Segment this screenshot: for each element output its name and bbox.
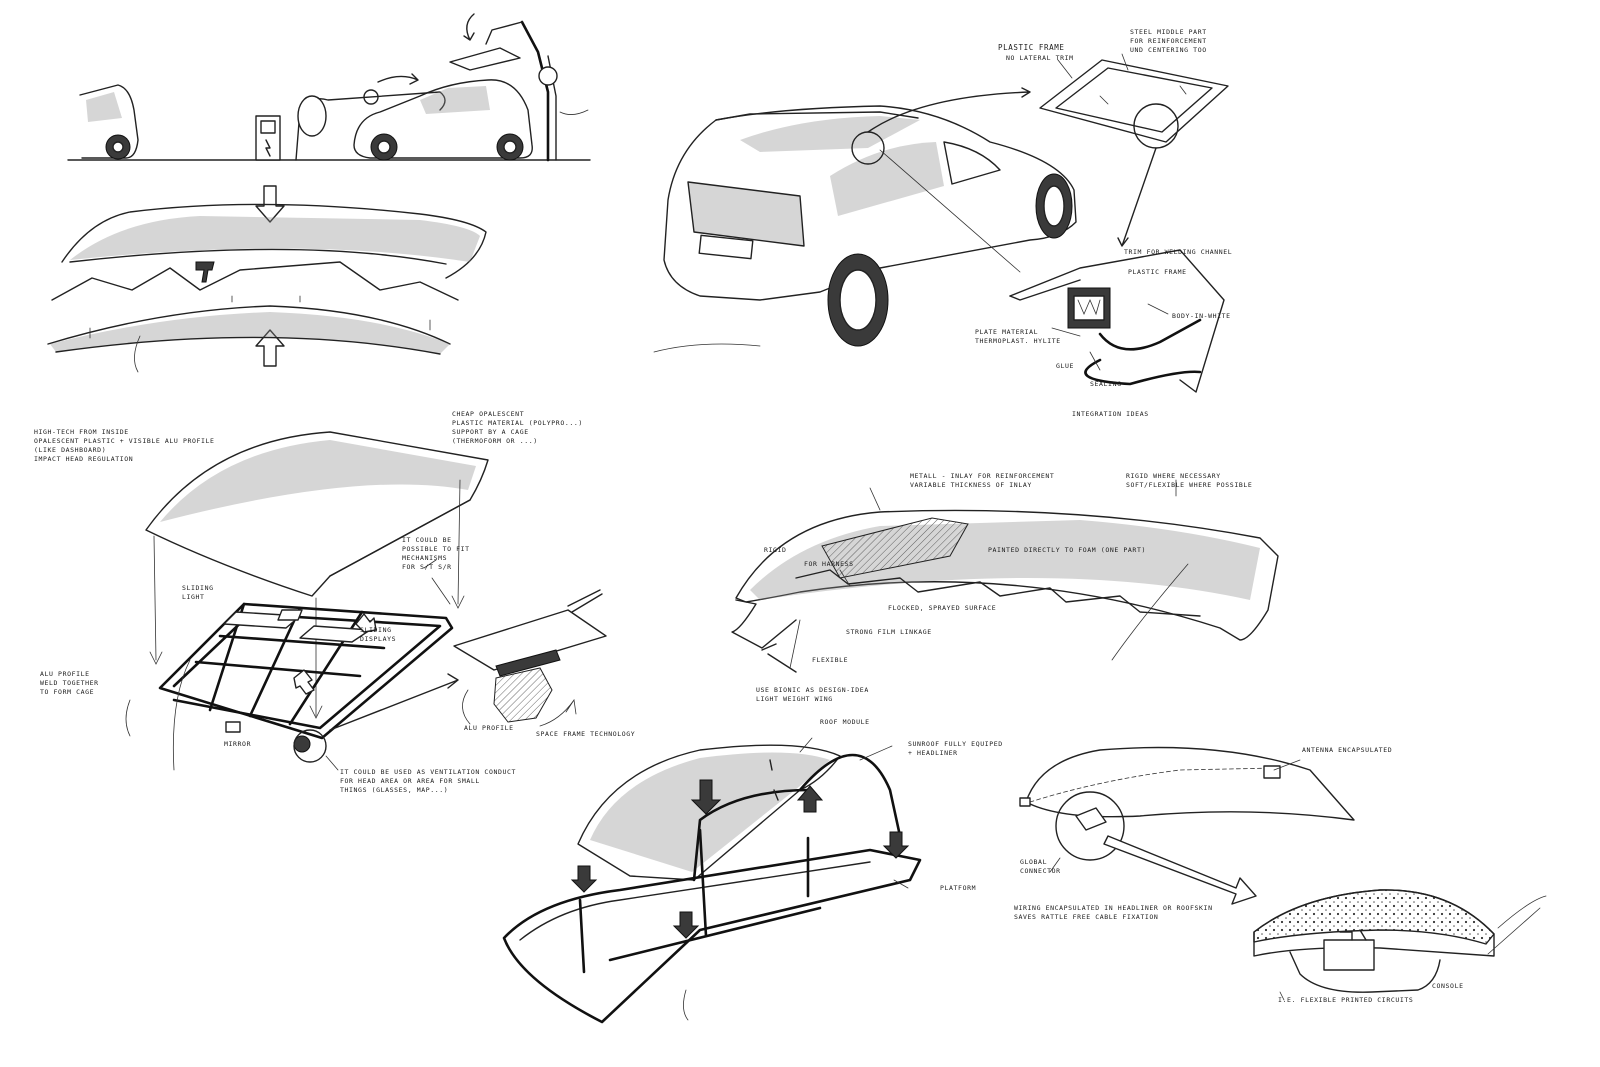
label-global-connector: GLOBAL CONNECTOR: [1020, 858, 1061, 875]
label-sliding-displays: SLIDING DISPLAYS: [360, 626, 397, 643]
label-antenna: ANTENNA ENCAPSULATED: [1302, 746, 1393, 754]
label-painted: PAINTED DIRECTLY TO FOAM (ONE PART): [988, 546, 1146, 554]
cage-roof-sketch: [125, 431, 607, 771]
label-metal-inlay: METALL - INLAY FOR REINFORCEMENT VARIABL…: [910, 472, 1055, 489]
label-steel-middle-part: STEEL MIDDLE PART FOR REINFORCEMENT UND …: [1130, 28, 1207, 54]
label-sliding-light: SLIDING LIGHT: [182, 584, 214, 601]
label-console: CONSOLE: [1432, 982, 1464, 990]
label-mirror: MIRROR: [224, 740, 252, 748]
label-plastic-frame-detail: PLASTIC FRAME: [1128, 268, 1187, 276]
label-flex-circuits: i.e. FLEXIBLE PRINTED CIRCUITS: [1278, 996, 1414, 1004]
station-wagon-sketch: [653, 53, 1229, 393]
roof-swap-station-sketch: [67, 13, 591, 162]
wiring-antenna-sketch: [1019, 746, 1547, 1001]
label-glue: GLUE: [1056, 362, 1075, 370]
label-rigid-where: RIGID WHERE NECESSARY SOFT/FLEXIBLE WHER…: [1126, 472, 1253, 489]
label-space-frame: SPACE FRAME TECHNOLOGY: [536, 730, 636, 738]
roof-module-platform-sketch: [502, 737, 922, 1024]
label-flocked: FLOCKED, SPRAYED SURFACE: [888, 604, 997, 612]
label-roof-module: ROOF MODULE: [820, 718, 870, 726]
label-alu-profile: ALU PROFILE: [464, 724, 514, 732]
label-rigid: RIGID: [764, 546, 787, 554]
roof-shell-section-sketch: [47, 185, 487, 373]
label-flexible: FLEXIBLE: [812, 656, 849, 664]
bionic-roof-section-sketch: [731, 479, 1279, 673]
label-platform: PLATFORM: [940, 884, 977, 892]
label-no-lateral-trim: NO LATERAL TRIM: [1006, 54, 1074, 62]
label-high-tech: HIGH-TECH FROM INSIDE OPALESCENT PLASTIC…: [34, 428, 215, 463]
label-bionic: USE BIONIC AS DESIGN-IDEA LIGHT WEIGHT W…: [756, 686, 869, 703]
label-cheap-opalescent: CHEAP OPALESCENT PLASTIC MATERIAL (POLYP…: [452, 410, 583, 445]
label-integration-ideas: INTEGRATION IDEAS: [1072, 410, 1149, 418]
label-plate-material: PLATE MATERIAL THERMOPLAST. HYLITE: [975, 328, 1061, 345]
label-alu-profile-weld: ALU PROFILE WELD TOGETHER TO FORM CAGE: [40, 670, 99, 696]
label-strong-film: STRONG FILM LINKAGE: [846, 628, 932, 636]
label-plastic-frame: PLASTIC FRAME: [998, 43, 1065, 52]
label-mechanisms: IT COULD BE POSSIBLE TO FIT MECHANISMS F…: [402, 536, 470, 571]
label-wiring: WIRING ENCAPSULATED IN HEADLINER OR ROOF…: [1014, 904, 1213, 921]
label-sunroof: SUNROOF FULLY EQUIPED + HEADLINER: [908, 740, 1003, 757]
label-trim-welding: TRIM FOR WELDING CHANNEL: [1124, 248, 1233, 256]
label-body-in-white: BODY-IN-WHITE: [1172, 312, 1231, 320]
label-for-harness: FOR HARNESS: [804, 560, 854, 568]
label-ventilation: IT COULD BE USED AS VENTILATION CONDUCT …: [340, 768, 517, 794]
label-sealing: SEALING: [1090, 380, 1122, 388]
